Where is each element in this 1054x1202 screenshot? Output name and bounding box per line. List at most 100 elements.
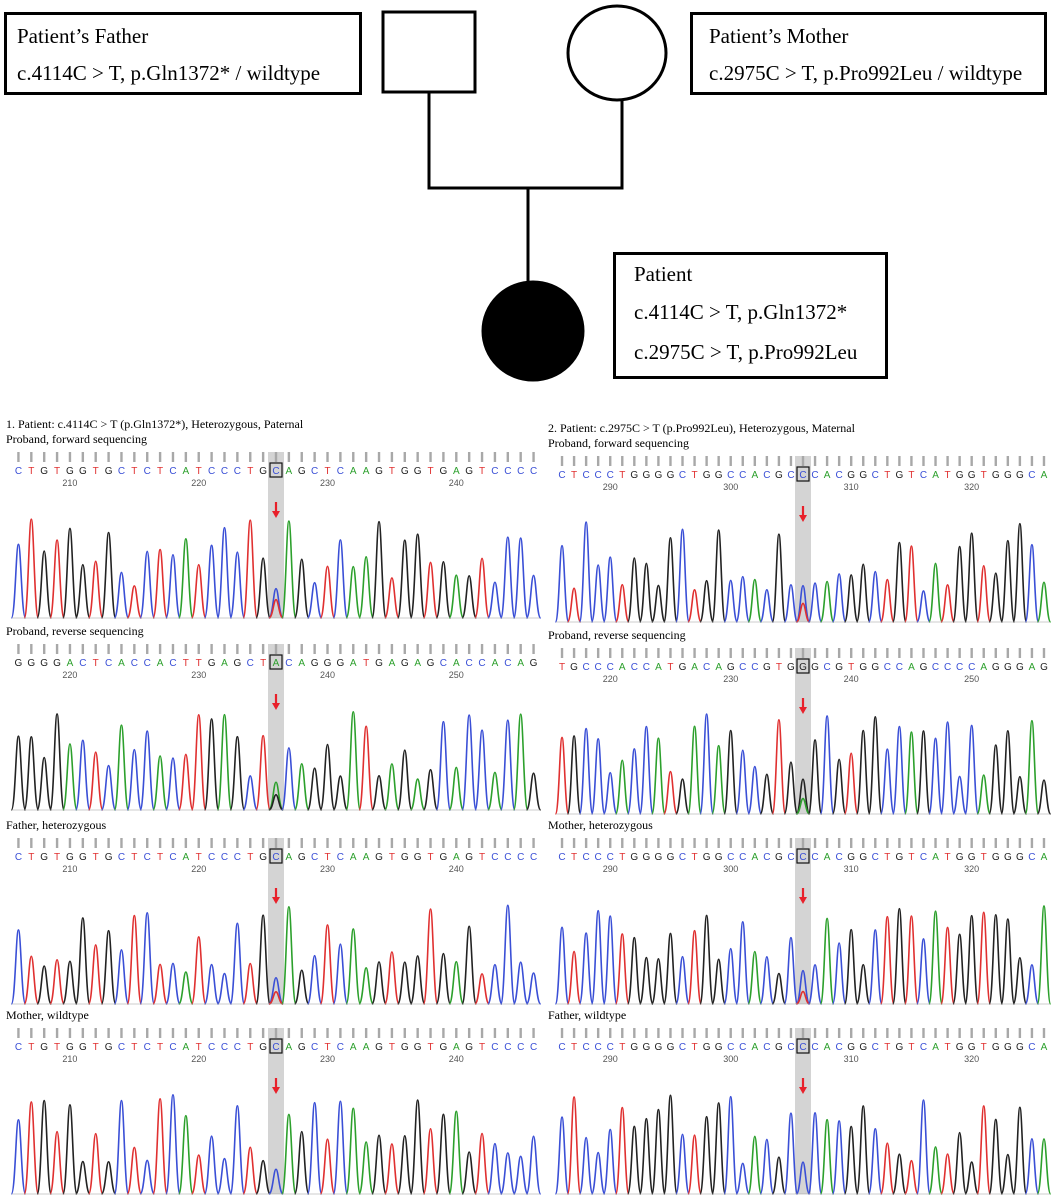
peak <box>487 771 503 811</box>
peak <box>100 1160 117 1195</box>
quality-bar <box>30 838 33 848</box>
quality-bar <box>30 1028 33 1038</box>
peak <box>831 1120 847 1195</box>
base-call: T <box>571 1042 577 1053</box>
quality-bar <box>705 838 708 848</box>
quality-bar <box>681 456 684 466</box>
base-call: T <box>28 852 34 863</box>
peak <box>422 908 439 1005</box>
variant-box <box>796 848 810 864</box>
peak <box>891 907 907 1005</box>
quality-bar <box>1006 1028 1010 1038</box>
base-call: C <box>530 1042 537 1053</box>
peak <box>358 1141 375 1195</box>
peak <box>831 942 847 1005</box>
peak <box>345 928 362 1005</box>
quality-bar <box>934 838 937 848</box>
quality-bar <box>210 644 213 654</box>
peak <box>976 774 992 815</box>
peak <box>614 933 630 1005</box>
peak <box>87 560 104 619</box>
peak <box>650 958 666 1005</box>
peak <box>663 770 678 815</box>
base-call: C <box>118 852 125 863</box>
quality-bar <box>584 1028 588 1038</box>
base-call: G <box>847 470 855 481</box>
peak <box>976 565 992 623</box>
base-call: T <box>908 470 914 481</box>
base-call: G <box>208 658 216 669</box>
peak <box>190 1154 207 1195</box>
peak <box>435 560 452 619</box>
peak <box>904 731 919 815</box>
base-call: C <box>968 662 975 673</box>
peak <box>177 538 194 619</box>
base-call: T <box>981 470 987 481</box>
quality-bar <box>17 452 20 462</box>
peak <box>281 1113 297 1195</box>
panel2-header: 2. Patient: c.2975C > T (p.Pro992Leu), H… <box>548 421 855 435</box>
quality-bar <box>645 1028 648 1038</box>
peak <box>650 1108 666 1195</box>
base-call: G <box>1004 470 1012 481</box>
peak <box>139 1159 156 1195</box>
quality-bar <box>236 1028 239 1038</box>
base-call: T <box>389 466 395 477</box>
quality-bar <box>236 644 239 654</box>
quality-bar <box>621 838 624 848</box>
base-call: C <box>607 662 614 673</box>
base-call: C <box>272 1042 279 1053</box>
base-call: C <box>739 470 746 481</box>
peak <box>795 584 811 623</box>
quality-bar <box>300 838 303 848</box>
peak <box>783 936 799 1005</box>
peak <box>229 922 246 1005</box>
quality-bar <box>910 456 913 466</box>
quality-bar <box>94 1028 97 1038</box>
base-call: G <box>992 1042 1000 1053</box>
peak <box>74 917 91 1005</box>
quality-bar <box>519 838 522 848</box>
base-call: G <box>859 1042 867 1053</box>
quality-bar <box>910 838 913 848</box>
peak <box>891 725 907 815</box>
base-call: G <box>630 852 638 863</box>
quality-bar <box>717 1028 720 1038</box>
base-call: C <box>679 852 686 863</box>
peak <box>602 771 618 815</box>
base-call: A <box>286 466 293 477</box>
quality-bar <box>669 456 672 466</box>
quality-bar <box>68 1028 72 1038</box>
quality-bar <box>171 644 175 654</box>
base-call: C <box>583 470 590 481</box>
base-call: T <box>619 852 625 863</box>
peak <box>783 761 799 815</box>
base-call: G <box>667 1042 675 1053</box>
quality-bar <box>1018 1028 1022 1038</box>
peak <box>242 962 259 1005</box>
peak <box>255 1159 271 1195</box>
position-tick: 240 <box>449 1054 464 1064</box>
position-tick: 230 <box>320 478 335 488</box>
quality-bar <box>493 452 497 462</box>
arrow-head <box>272 897 280 904</box>
peak <box>216 713 233 811</box>
base-call: G <box>105 1042 113 1053</box>
peak <box>723 579 739 623</box>
quality-bar <box>862 838 865 848</box>
peak <box>735 1162 751 1195</box>
quality-bar <box>455 838 458 848</box>
quality-bar <box>261 838 265 848</box>
base-call: C <box>79 658 86 669</box>
quality-bar <box>261 644 265 654</box>
highlight-band <box>795 1028 811 1194</box>
base-call: T <box>196 852 202 863</box>
peak <box>1036 905 1052 1005</box>
quality-bar <box>705 1028 708 1038</box>
quality-bar <box>158 452 162 462</box>
quality-bar <box>572 1028 576 1038</box>
quality-bar <box>825 838 829 848</box>
peak <box>855 563 871 623</box>
quality-bar <box>184 452 188 462</box>
base-call: C <box>739 662 746 673</box>
